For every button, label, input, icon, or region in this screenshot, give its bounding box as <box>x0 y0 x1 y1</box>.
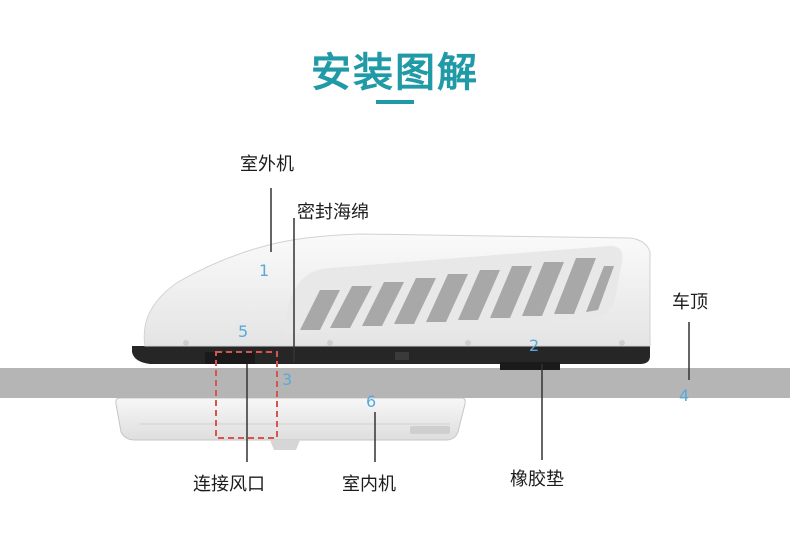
connect-port-highlight-box <box>215 351 278 439</box>
label-roof: 车顶 <box>672 292 708 313</box>
outdoor-unit <box>132 233 651 370</box>
number-1: 1 <box>259 261 270 280</box>
page-title: 安装图解 <box>311 50 479 96</box>
label-connect-port: 连接风口 <box>193 474 265 495</box>
number-3: 3 <box>282 370 293 389</box>
title-underline <box>376 100 414 104</box>
roof-panel <box>0 368 790 398</box>
indoor-unit <box>115 397 466 450</box>
number-5: 5 <box>238 322 249 341</box>
number-4: 4 <box>679 386 690 405</box>
number-2: 2 <box>529 336 540 355</box>
label-indoor-unit: 室内机 <box>342 474 396 495</box>
leader-lines <box>246 188 690 462</box>
label-sealing-sponge: 密封海绵 <box>297 202 369 223</box>
label-rubber-pad: 橡胶垫 <box>510 469 564 490</box>
label-outdoor-unit: 室外机 <box>240 154 294 175</box>
vent-grille <box>300 258 614 330</box>
number-6: 6 <box>366 392 377 411</box>
